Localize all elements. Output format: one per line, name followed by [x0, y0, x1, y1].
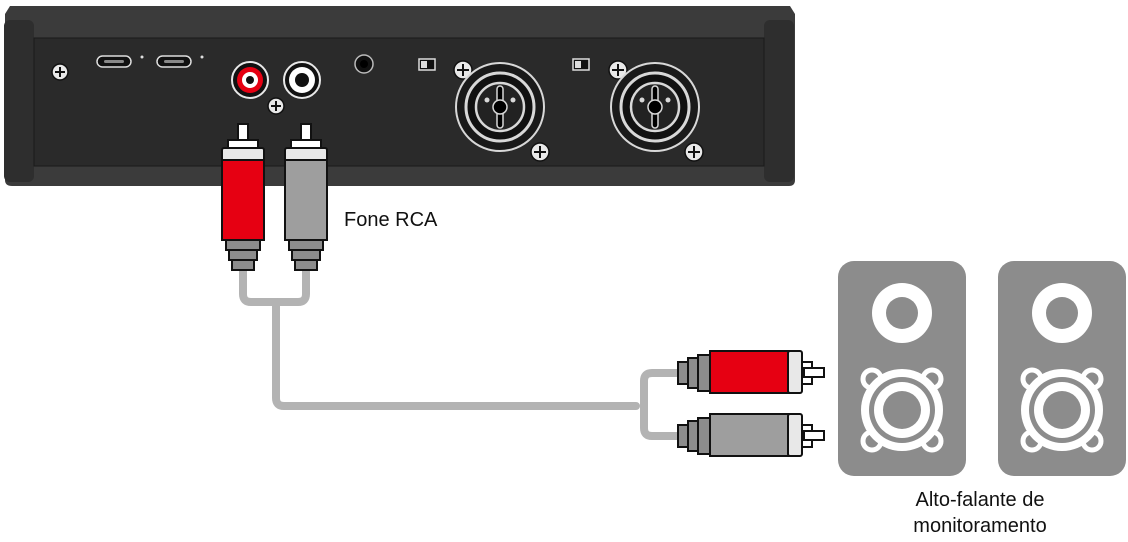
screw-icon: [267, 97, 285, 115]
rca-plug-white: [677, 413, 825, 457]
headphone-jack: [354, 54, 374, 74]
rca-cable: [239, 266, 684, 440]
screw-icon: [684, 142, 704, 162]
monitor-speaker-right: [998, 261, 1126, 476]
usb-c-port: [96, 55, 144, 68]
switch-icon: [572, 58, 590, 71]
screw-icon: [608, 60, 628, 80]
screw-icon: [51, 63, 69, 81]
usb-c-port: [156, 55, 204, 68]
audio-interface-device: [4, 6, 795, 186]
screw-icon: [530, 142, 550, 162]
rca-plug-white: [284, 123, 328, 271]
switch-icon: [418, 58, 436, 71]
monitor-speakers-label: Alto-falante de monitoramento: [880, 487, 1080, 539]
xlr-combo-jack: [455, 62, 545, 152]
rca-cable-label: Fone RCA: [344, 209, 438, 231]
xlr-combo-jack: [610, 62, 700, 152]
monitor-speakers-label-line1: Alto-falante de: [915, 489, 1045, 511]
screw-icon: [453, 60, 473, 80]
monitor-speakers-label-line2: monitoramento: [913, 515, 1047, 537]
rca-plug-red: [677, 350, 825, 394]
rca-jack-white: [283, 61, 321, 99]
monitor-speaker-left: [838, 261, 966, 476]
rca-jack-red: [231, 61, 269, 99]
rca-plug-red: [221, 123, 265, 271]
